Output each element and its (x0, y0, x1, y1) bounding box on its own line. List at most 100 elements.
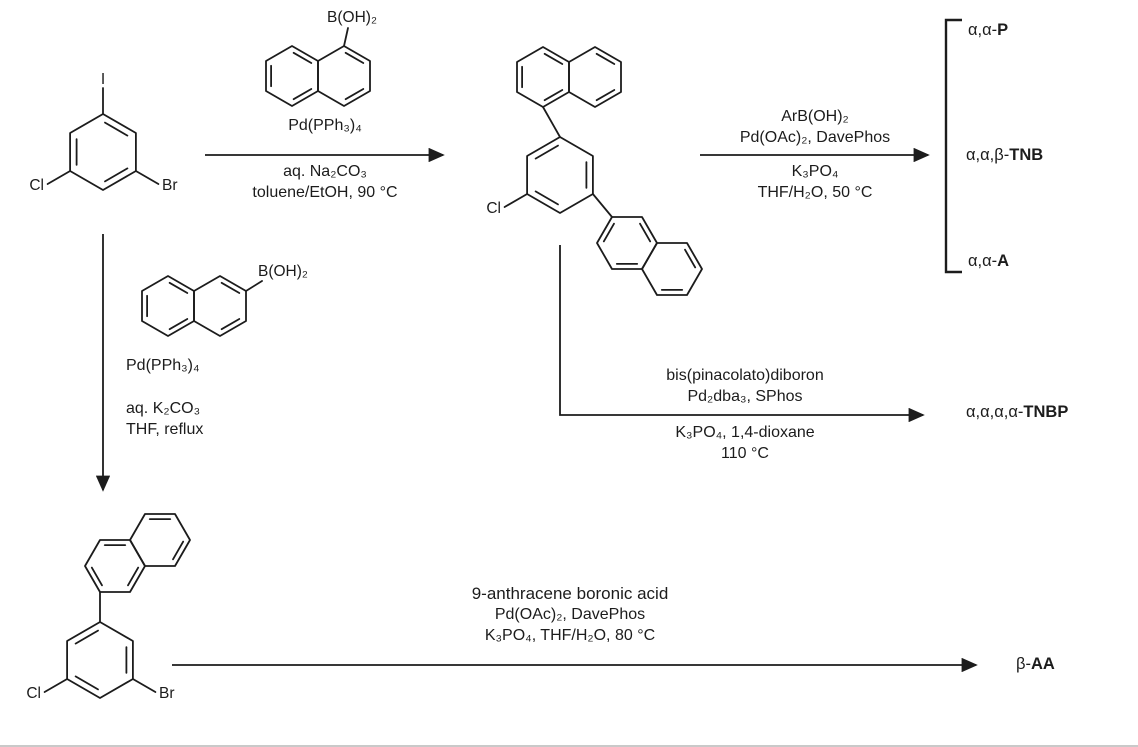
reaction1-conditions-above: Pd(PPh₃)₄ (205, 116, 445, 137)
double-bond-line (220, 281, 241, 294)
reaction3-conditions-above: bis(pinacolato)diboron Pd₂dba₃, SPhos (593, 366, 897, 408)
double-bond-line (220, 318, 241, 331)
product-prefix: β- (1016, 655, 1031, 673)
reagent-text: ArB(OH)₂ (781, 108, 849, 125)
aromatic-ring (66, 621, 134, 699)
product-prefix: α,α- (968, 21, 998, 39)
double-bond-line (344, 88, 365, 101)
double-bond-line (534, 144, 559, 160)
product-label-aa-p: α,α-P (968, 21, 1008, 40)
double-bond-line (639, 222, 652, 243)
double-bond-line (168, 318, 189, 331)
aromatic-ring (129, 513, 191, 567)
base-solvent-text: K₃PO₄, THF/H₂O, 80 °C (484, 626, 656, 644)
product-label-aa-a: α,α-A (968, 252, 1009, 271)
bond (503, 193, 528, 208)
structures-layer (43, 27, 703, 699)
product-name: A (997, 252, 1010, 270)
aromatic-ring (568, 46, 622, 108)
naphthalene-1-boronic-acid-structure (265, 27, 371, 107)
reagent-text: bis(pinacolato)diboron (666, 367, 824, 384)
start-material-structure (46, 87, 160, 191)
product-name: AA (1031, 655, 1055, 673)
chlorine-label: Cl (26, 685, 41, 702)
bond (542, 106, 561, 138)
bond (46, 170, 71, 185)
solvent-text: THF/H₂O, 50 °C (757, 183, 873, 201)
base-text: K₃PO₄, 1,4-dioxane (675, 424, 815, 441)
double-bond-line (534, 190, 559, 206)
catalyst-text: Pd(OAc)₂, DavePhos (494, 606, 646, 624)
dinaphthyl-chlorobenzene-structure (503, 46, 703, 296)
reaction4-conditions: aq. K₂CO₃ THF, reflux (126, 399, 203, 441)
solvent-text: THF, reflux (126, 420, 204, 438)
double-bond-line (292, 51, 313, 64)
catalyst-text: Pd(PPh₃)₄ (126, 357, 200, 374)
double-bond-line (104, 121, 129, 137)
bond (134, 170, 160, 185)
atom-labels: I Cl Br B(OH)₂ Cl B(OH)₂ Cl Br (26, 9, 501, 702)
base-text: aq. K₂CO₃ (126, 400, 201, 417)
product-label-aab-tnb: α,α,β-TNB (966, 146, 1043, 165)
aromatic-ring (141, 275, 195, 337)
reaction2-conditions-below: K₃PO₄ THF/H₂O, 50 °C (695, 162, 935, 204)
product-name: TNB (1009, 146, 1044, 164)
double-bond-line (595, 52, 616, 65)
double-bond-line (344, 51, 365, 64)
reaction4-catalyst: Pd(PPh₃)₄ (126, 356, 200, 377)
product-prefix: α,α,β- (966, 146, 1010, 164)
double-bond-line (292, 88, 313, 101)
chlorine-label: Cl (29, 177, 44, 194)
boronic-top-label: B(OH)₂ (327, 9, 377, 26)
aromatic-ring (193, 275, 247, 337)
bond (43, 678, 68, 693)
aromatic-ring (265, 45, 319, 107)
bromine-label: Br (162, 177, 178, 194)
double-bond-line (543, 52, 564, 65)
aromatic-ring (516, 46, 570, 108)
double-bond-line (602, 222, 615, 243)
product-label-aaaa-tnbp: α,α,α,α-TNBP (966, 403, 1068, 422)
bond (131, 678, 157, 693)
aromatic-ring (69, 113, 137, 191)
bond (592, 193, 613, 218)
product-prefix: α,α,α,α- (966, 403, 1024, 421)
double-bond-line (127, 566, 140, 587)
reaction5-conditions: 9-anthracene boronic acid Pd(OAc)₂, Dave… (330, 583, 810, 647)
aromatic-ring (641, 242, 703, 296)
double-bond-line (74, 675, 99, 691)
boronic-left-label: B(OH)₂ (258, 263, 308, 280)
base-text: aq. Na₂CO₃ (283, 163, 367, 180)
double-bond-line (595, 89, 616, 102)
solvent-text: toluene/EtOH, 90 °C (252, 183, 398, 201)
aromatic-ring (526, 136, 594, 214)
aromatic-ring (84, 539, 146, 593)
catalyst-text: Pd(PPh₃)₄ (288, 117, 362, 134)
reaction3-conditions-below: K₃PO₄, 1,4-dioxane 110 °C (593, 423, 897, 465)
double-bond-line (74, 629, 99, 645)
product-label-b-aa: β-AA (1016, 655, 1055, 674)
arrow-reaction3-branch (559, 245, 925, 423)
chlorine-label: Cl (486, 200, 501, 217)
iodine-label: I (101, 71, 105, 88)
double-bond-line (168, 281, 189, 294)
product-prefix: α,α- (968, 252, 998, 270)
bromo-chloro-naphthylbenzene-structure (43, 513, 191, 699)
reaction2-conditions-above: ArB(OH)₂ Pd(OAc)₂, DavePhos (695, 107, 935, 149)
product-name: TNBP (1023, 403, 1069, 421)
reagent-text: 9-anthracene boronic acid (471, 584, 669, 603)
double-bond-line (543, 89, 564, 102)
reaction1-conditions-below: aq. Na₂CO₃ toluene/EtOH, 90 °C (195, 162, 455, 204)
double-bond-line (90, 566, 103, 587)
base-text: K₃PO₄ (791, 163, 839, 180)
catalyst-text: Pd₂dba₃, SPhos (687, 387, 803, 405)
product-bracket (944, 18, 962, 274)
catalyst-text: Pd(OAc)₂, DavePhos (739, 128, 891, 146)
aromatic-ring (596, 216, 658, 270)
bond (245, 280, 263, 292)
bromine-label: Br (159, 685, 175, 702)
aromatic-ring (317, 45, 371, 107)
double-bond-line (172, 540, 185, 561)
